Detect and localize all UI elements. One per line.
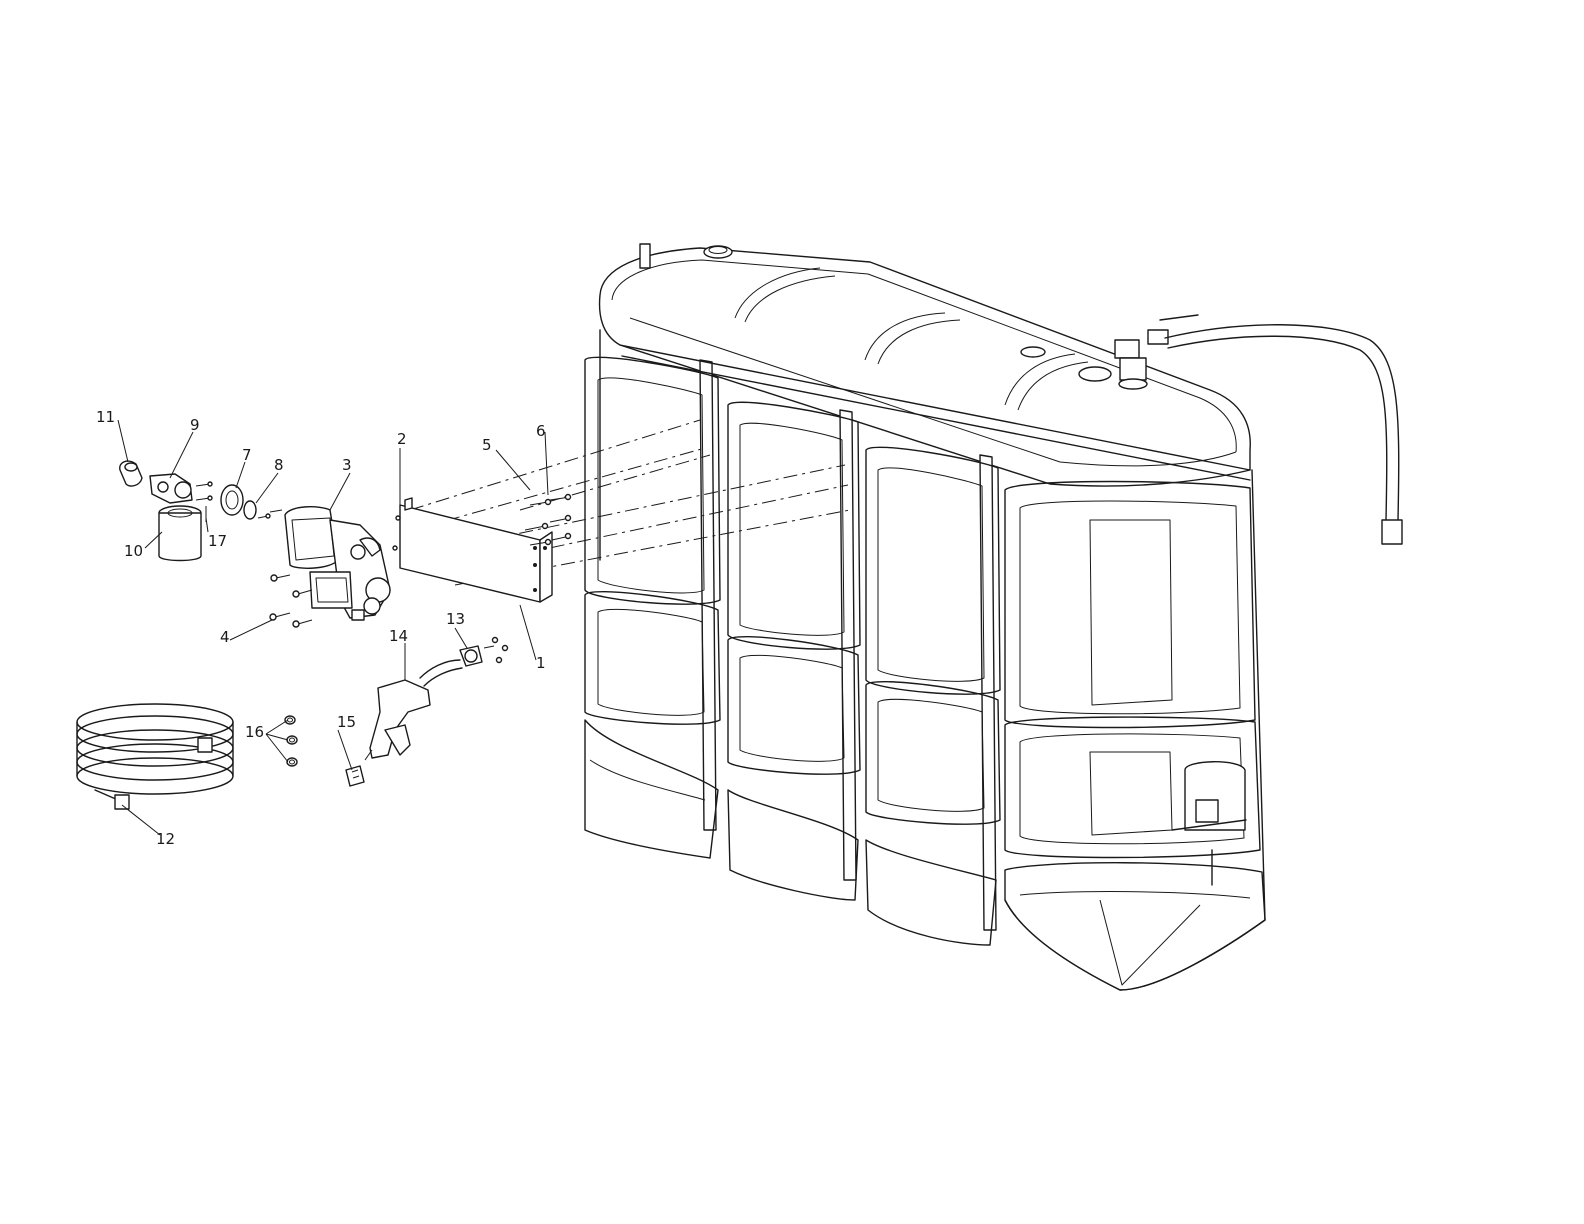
callout-4: 4	[220, 628, 230, 646]
callout-17: 17	[208, 532, 227, 550]
callout-1: 1	[536, 654, 546, 672]
callout-7: 7	[242, 446, 252, 464]
callout-labels: 1 2 3 4 5 6 7 8 9 10 11 12 13 14 15 16 1…	[96, 408, 546, 848]
filter-assembly	[119, 460, 213, 562]
callout-11: 11	[96, 408, 115, 426]
callout-16: 16	[245, 723, 264, 741]
tank	[584, 243, 1403, 991]
callout-3: 3	[342, 456, 352, 474]
callout-14: 14	[389, 627, 408, 645]
callout-15: 15	[337, 713, 356, 731]
callout-10: 10	[124, 542, 143, 560]
pump	[284, 506, 391, 621]
swivel	[459, 636, 509, 667]
callout-5: 5	[482, 436, 492, 454]
orings	[284, 715, 298, 767]
pump-screws	[269, 515, 401, 628]
mounting-bracket	[399, 497, 553, 603]
connector	[345, 765, 365, 787]
callout-6: 6	[536, 422, 546, 440]
bolts	[524, 493, 572, 546]
nozzle	[364, 659, 463, 761]
callout-2: 2	[397, 430, 407, 448]
callout-9: 9	[190, 416, 200, 434]
callout-8: 8	[274, 456, 284, 474]
flange-and-oring	[220, 484, 283, 520]
callout-12: 12	[156, 830, 175, 848]
hose-coil	[76, 703, 234, 810]
callout-13: 13	[446, 610, 465, 628]
leader-lines	[117, 419, 549, 836]
